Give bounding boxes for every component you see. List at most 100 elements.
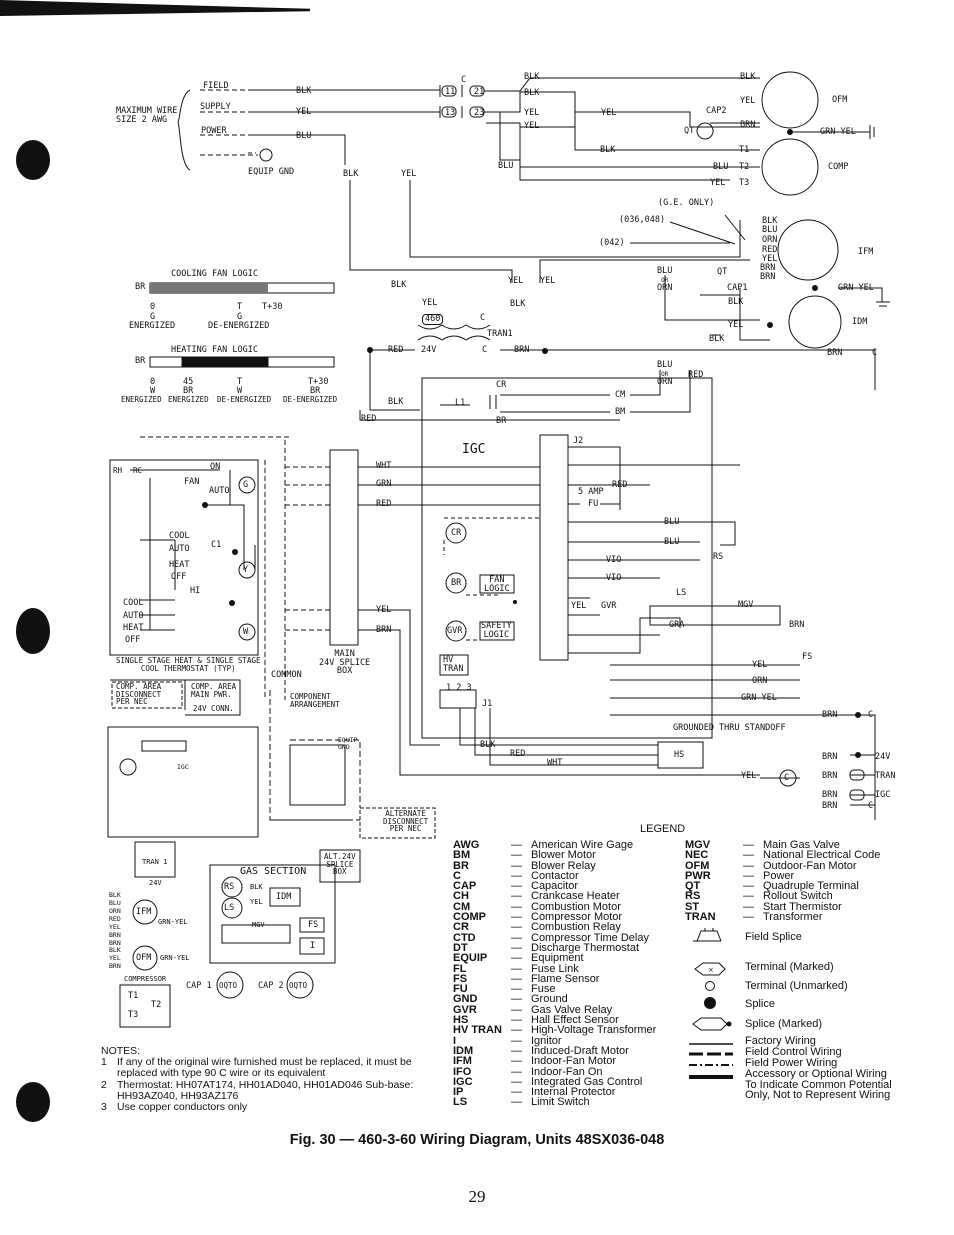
label-comp-t2: T2 (151, 1000, 162, 1010)
label-tran1: TRAN1 (487, 329, 513, 339)
legend-abbr: LS (453, 1096, 468, 1109)
label-brn-2: BRN (760, 272, 776, 282)
label-yel-9: YEL (540, 276, 556, 286)
legend-row: C—Contactor (453, 869, 656, 882)
label-c-24v: C (482, 345, 488, 355)
label-cr: CR (496, 380, 507, 390)
label-yel-10: YEL (376, 605, 392, 615)
legend-abbr: CH (453, 890, 469, 903)
legend-row: FL—Fuse Link (453, 963, 656, 974)
legend-dash: — (511, 869, 522, 882)
label-red-hs: RED (510, 749, 526, 759)
label-common: COMMON (271, 670, 302, 680)
legend-dash: — (743, 911, 754, 924)
label-blk-3: BLK (524, 72, 540, 82)
legend-row: GVR—Gas Valve Relay (453, 1004, 656, 1015)
legend-dash: — (743, 839, 754, 851)
label-hs: HS (674, 750, 685, 760)
label-idm-gas: IDM (276, 892, 292, 902)
legend-abbr: GND (453, 993, 478, 1006)
label-ifm-yel: YEL (762, 254, 778, 264)
cool-energized: ENERGIZED (129, 321, 176, 331)
heat-tick-0: 0 (150, 377, 156, 387)
label-grn: GRN (376, 479, 392, 489)
heat-energized-2: ENERGIZED (168, 395, 209, 404)
label-qt-2: QT (717, 267, 728, 277)
legend-splice-marked: Splice (Marked) (745, 1018, 823, 1030)
cool-tick-t: T (237, 302, 243, 312)
legend-abbr: PWR (685, 869, 711, 882)
label-hi: HI (190, 586, 201, 596)
label-24v-box: 24V (149, 879, 162, 887)
label-red-3: RED (361, 414, 377, 424)
label-yel-8: YEL (508, 276, 524, 286)
label-cap2-oqto: CAP 2 (258, 981, 284, 991)
legend-row: CAP—Capacitor (453, 880, 656, 893)
label-c-right-1: C (872, 348, 878, 358)
cool-de-energized: DE-ENERGIZED (208, 321, 270, 331)
label-red-4: RED (376, 499, 392, 509)
label-rc: RC (133, 466, 143, 475)
label-auto-2: AUTO (169, 544, 190, 554)
legend-row: CR—Combustion Relay (453, 921, 656, 934)
label-yel-6: YEL (740, 96, 756, 106)
legend-abbr: CAP (453, 880, 477, 893)
label-gvr-2: GVR (601, 601, 617, 611)
label-24v: 24V (421, 345, 437, 355)
label-cap1: CAP1 (727, 283, 748, 293)
label-gra: GRA (669, 620, 685, 630)
label-brn-1: BRN (740, 120, 756, 130)
label-cr-igc: CR (451, 528, 462, 538)
legend-abbr: TRAN (685, 911, 716, 924)
legend-row: BM—Blower Motor (453, 850, 656, 861)
cool-tick-t30: T+30 (262, 302, 283, 312)
legend-field-control: Field Control Wiring (745, 1046, 842, 1058)
label-rs: RS (713, 552, 724, 562)
legend-row: FS—Flame Sensor (453, 973, 656, 984)
label-ifm-gas: IFM (136, 907, 152, 917)
legend-abbr: QT (685, 880, 701, 893)
legend-abbr: AWG (453, 839, 480, 851)
legend-dash: — (511, 983, 522, 996)
legend-abbr: RS (685, 890, 701, 903)
legend-dash: — (511, 1034, 522, 1047)
label-off-2: OFF (125, 635, 141, 645)
binder-hole-2 (16, 608, 50, 654)
legend-definition: Blower Relay (531, 859, 596, 872)
legend-abbr: IDM (453, 1044, 474, 1057)
legend-dash: — (511, 859, 522, 872)
label-ifm-blk: BLK (762, 216, 778, 226)
label-blu-1: BLU (296, 131, 312, 141)
legend-abbr: CR (453, 921, 469, 934)
legend-dash: — (511, 1014, 522, 1027)
legend-definition: Rollout Switch (763, 890, 833, 903)
legend-dash: — (511, 1086, 522, 1099)
label-mgv: MGV (738, 600, 754, 610)
label-ls: LS (676, 588, 687, 598)
label-l1: L1 (455, 398, 466, 408)
cool-tick-0: 0 (150, 302, 156, 312)
legend-abbr: DT (453, 941, 468, 954)
legend-dash: — (743, 890, 754, 903)
label-yel-fs: YEL (752, 660, 768, 670)
svg-text:×: × (708, 966, 714, 974)
heat-state-br1: BR (183, 386, 194, 396)
label-idm-yel: YEL (728, 320, 744, 330)
label-j2: J2 (573, 436, 584, 446)
legend-dash: — (511, 931, 522, 944)
label-ifm-red: RED (762, 245, 778, 255)
legend-definition: Hall Effect Sensor (531, 1014, 619, 1027)
legend-abbr: IP (453, 1086, 464, 1099)
label-yel-2: YEL (401, 169, 417, 179)
label-ifm-blu: BLU (762, 225, 778, 235)
legend-row: CTD—Compressor Time Delay (453, 931, 656, 944)
label-brn-3: BRN (827, 348, 843, 358)
legend-definition: Indoor-Fan On (531, 1065, 603, 1078)
legend-dash: — (511, 900, 522, 913)
